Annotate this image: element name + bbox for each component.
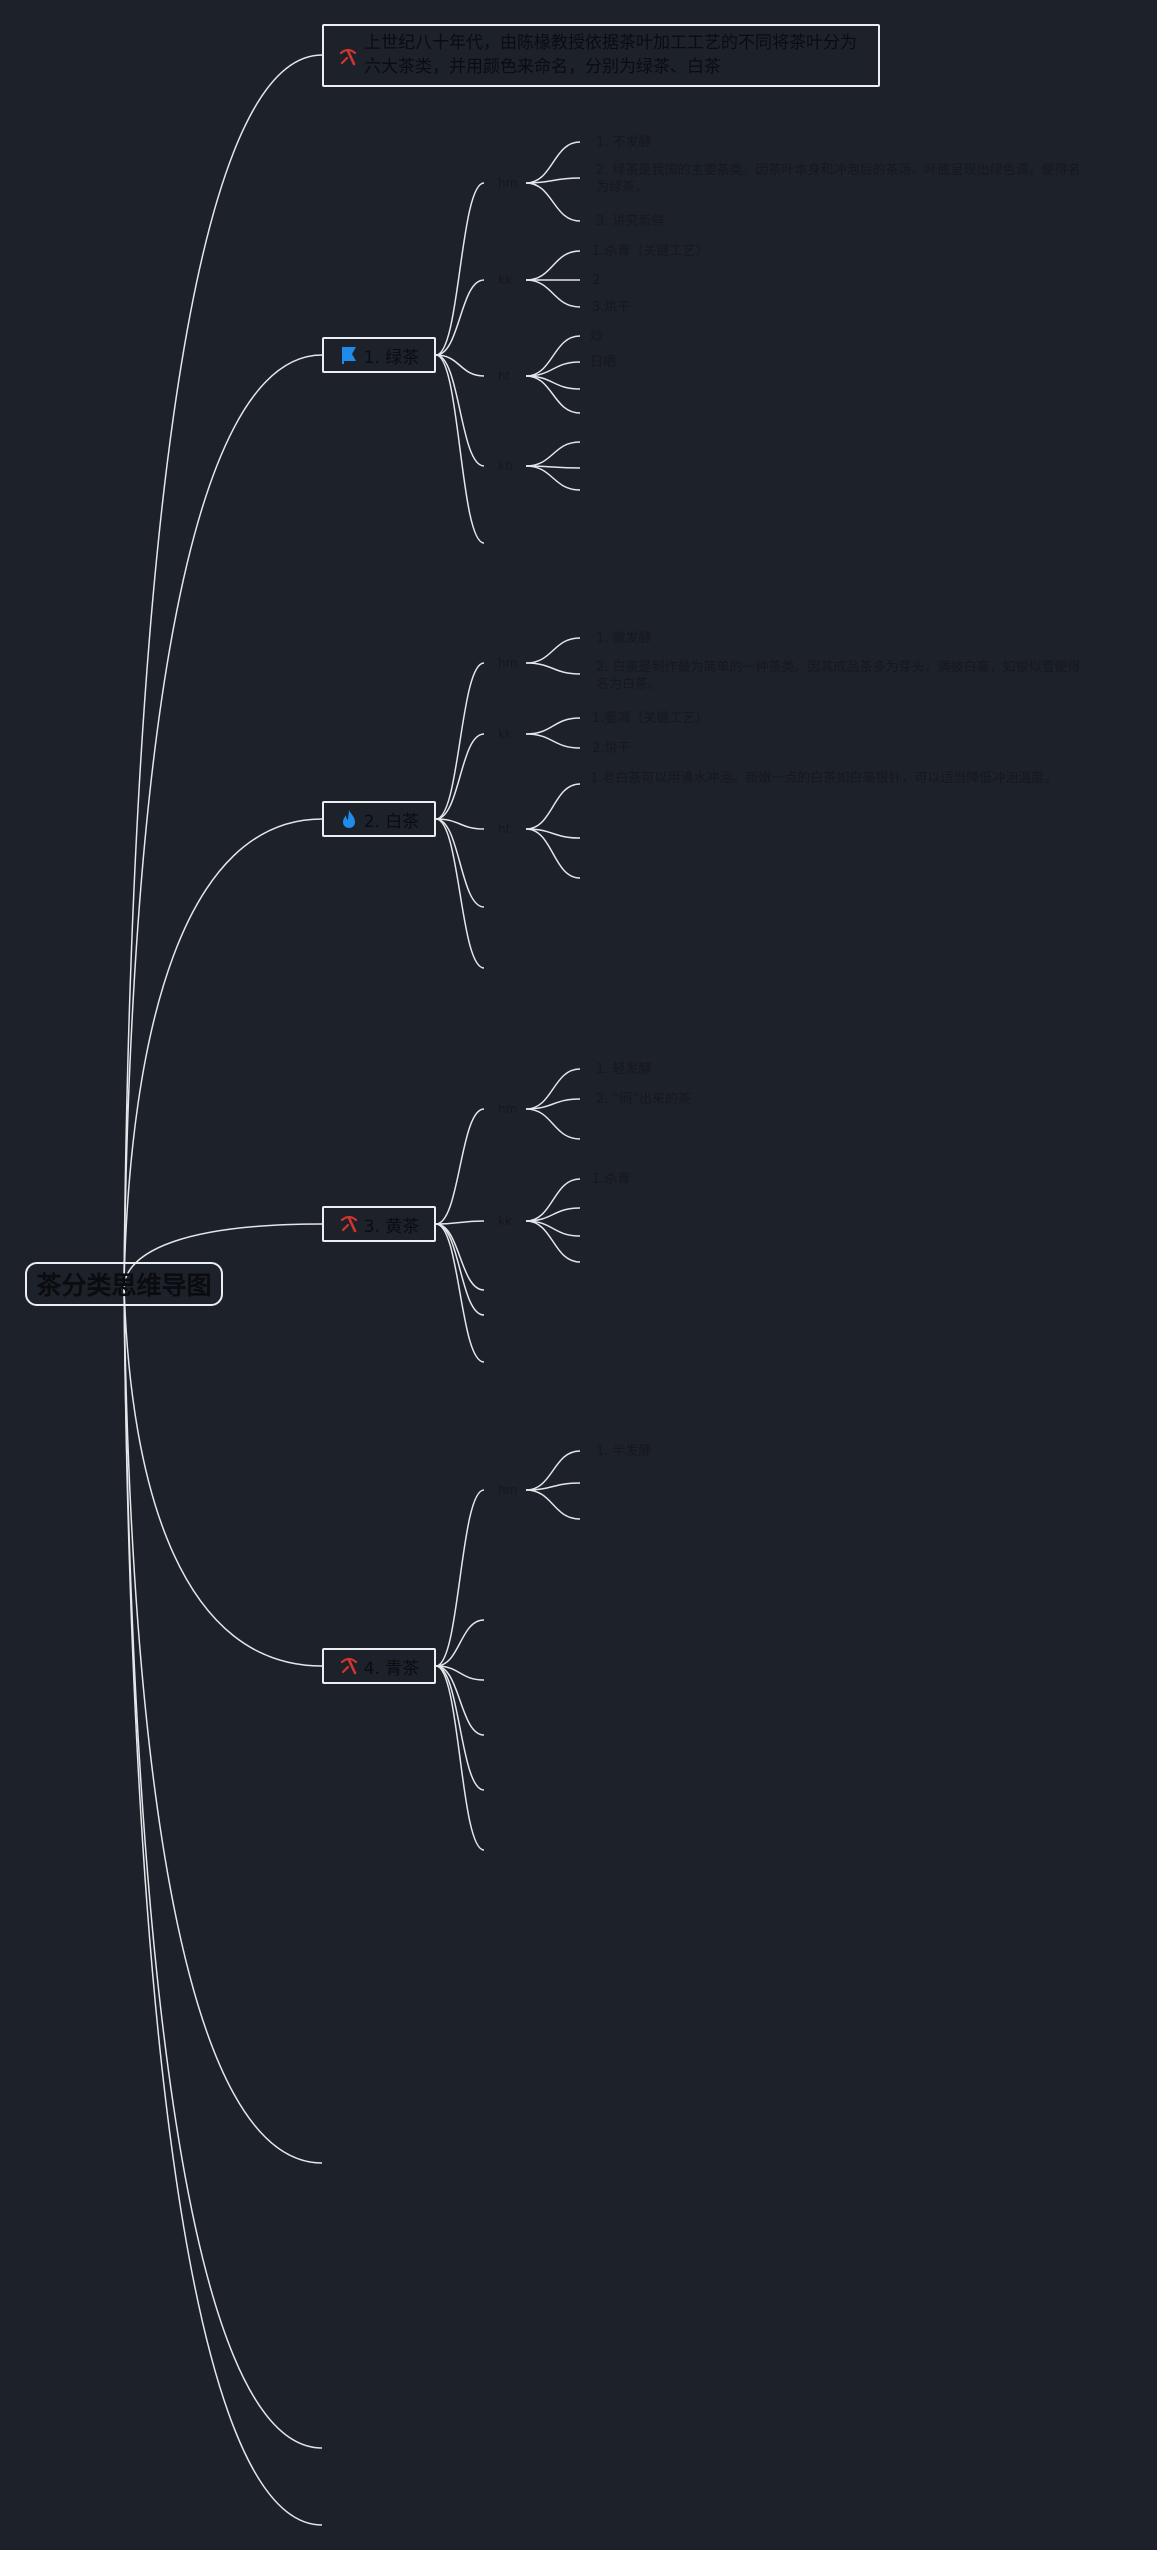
sub-label[interactable]: hm (498, 1102, 518, 1116)
branch-sub-line (435, 354, 485, 467)
branch-sub-line (435, 354, 485, 377)
sub-label[interactable]: kk (498, 273, 512, 287)
branch-sub-line (435, 1223, 485, 1363)
sub-label[interactable]: hm (498, 1483, 518, 1497)
sub-label[interactable]: kh (498, 459, 513, 473)
sub-leaf-line (525, 1450, 581, 1491)
pick-icon (339, 48, 357, 66)
branch-label: 4. 青茶 (363, 1658, 420, 1679)
root-branch-line (123, 1283, 323, 2449)
sub-leaf-line (525, 1098, 581, 1110)
branch-green-tea[interactable]: 1. 绿茶 (322, 337, 436, 373)
sub-label[interactable]: kk (498, 727, 512, 741)
leaf-text[interactable]: 日晒 (590, 355, 617, 370)
branch-sub-line (435, 1223, 485, 1291)
branch-sub-line (435, 1489, 485, 1667)
sub-leaf-line (525, 141, 581, 184)
sub-leaf-line (525, 177, 581, 184)
leaf-text[interactable]: 3.烘干 (592, 300, 631, 315)
branch-sub-line (435, 182, 485, 356)
sub-label[interactable]: hm (498, 176, 518, 190)
leaf-text[interactable]: 2. (592, 273, 605, 288)
leaf-text[interactable]: 2.烘干 (592, 741, 631, 756)
branch-oolong-tea[interactable]: 4. 青茶 (322, 1648, 436, 1684)
sub-leaf-line (525, 1068, 581, 1110)
branch-sub-line (435, 1665, 485, 1736)
branch-sub-line (435, 818, 485, 908)
root-branch-line (123, 1223, 323, 1285)
sub-leaf-line (525, 637, 581, 664)
intro-text: 上世纪八十年代，由陈椽教授依据茶叶加工工艺的不同将茶叶分为六大茶类，并用颜色来命… (364, 33, 857, 77)
fire-icon (342, 810, 355, 828)
sub-leaf-line (525, 250, 581, 281)
sub-leaf-line (525, 1489, 581, 1520)
branch-sub-line (435, 1619, 485, 1667)
sub-leaf-line (525, 1220, 581, 1237)
leaf-text[interactable]: 1. 不发酵 (596, 135, 652, 150)
sub-label[interactable]: hm (498, 656, 518, 670)
leaf-text[interactable]: 1.杀青 (592, 1172, 631, 1187)
branch-yellow-tea[interactable]: 3. 黄茶 (322, 1206, 436, 1242)
branch-sub-line (435, 662, 485, 820)
pick-icon (340, 1657, 357, 1675)
sub-leaf-line (525, 335, 581, 377)
branch-label: 2. 白茶 (363, 811, 420, 832)
branch-sub-line (435, 1665, 485, 1681)
leaf-text[interactable]: 2. “闷”出来的茶 (596, 1092, 692, 1107)
sub-leaf-line (525, 828, 581, 879)
leaf-text[interactable]: 1.萎凋（关键工艺） (592, 711, 709, 726)
branch-white-tea[interactable]: 2. 白茶 (322, 801, 436, 837)
sub-leaf-line (525, 441, 581, 467)
branch-label: 3. 黄茶 (363, 1216, 420, 1237)
branch-sub-line (435, 1665, 485, 1851)
sub-label[interactable]: ht (498, 822, 511, 836)
sub-leaf-line (525, 1482, 581, 1491)
branch-sub-line (435, 818, 485, 830)
branch-label: 1. 绿茶 (363, 347, 420, 368)
root-branch-line (123, 1283, 323, 2164)
sub-leaf-line (525, 1178, 581, 1222)
root-branch-line (123, 1283, 323, 1667)
branch-sub-line (435, 1220, 485, 1225)
root-topic[interactable]: 茶分类思维导图 (25, 1262, 223, 1306)
root-title: 茶分类思维导图 (36, 1271, 212, 1300)
branch-sub-line (435, 279, 485, 356)
sub-leaf-line (525, 279, 581, 308)
sub-label[interactable]: kk (498, 1214, 512, 1228)
branch-sub-line (435, 733, 485, 820)
root-branch-line (123, 818, 323, 1285)
leaf-text[interactable]: 2. 白茶是制作最为简单的一种茶类。因其成品茶多为芽头，满披白毫，如银似雪便得名… (596, 660, 1081, 692)
sub-label[interactable]: ht (498, 369, 511, 383)
sub-leaf-line (525, 1108, 581, 1140)
root-branch-line (123, 1283, 323, 2526)
sub-leaf-line (525, 717, 581, 735)
branch-sub-line (435, 818, 485, 969)
intro-topic[interactable]: 上世纪八十年代，由陈椽教授依据茶叶加工工艺的不同将茶叶分为六大茶类，并用颜色来命… (322, 24, 880, 87)
branch-sub-line (435, 1223, 485, 1316)
leaf-text[interactable]: 1. 微发酵 (596, 631, 652, 646)
sub-leaf-line (525, 733, 581, 749)
branch-sub-line (435, 1108, 485, 1225)
leaf-text[interactable]: 1. 轻发酵 (596, 1062, 652, 1077)
sub-leaf-line (525, 375, 581, 414)
leaf-text[interactable]: 1.老白茶可以用沸水冲泡。新嫩一点的白茶如白毫银针，可以适当降低冲泡温度。 (590, 771, 1058, 786)
leaf-text[interactable]: 炒 (590, 329, 604, 344)
leaf-text[interactable]: 1. 半发酵 (596, 1444, 652, 1459)
leaf-text[interactable]: 1.杀青（关键工艺） (592, 244, 709, 259)
flag-icon (341, 347, 356, 364)
leaf-text[interactable]: 3. 讲究新鲜 (596, 214, 665, 229)
root-branch-line (123, 354, 323, 1285)
sub-leaf-line (525, 182, 581, 222)
sub-leaf-line (525, 1220, 581, 1263)
root-branch-line (123, 54, 323, 1285)
branch-sub-line (435, 1665, 485, 1791)
sub-leaf-line (525, 465, 581, 491)
pick-icon (340, 1215, 357, 1233)
sub-leaf-line (525, 783, 581, 830)
leaf-text[interactable]: 2. 绿茶是我国的主要茶类。因茶叶本身和冲泡后的茶汤、叶底呈现出绿色调，便得名为… (596, 163, 1081, 195)
sub-leaf-line (525, 662, 581, 675)
branch-sub-line (435, 354, 485, 544)
